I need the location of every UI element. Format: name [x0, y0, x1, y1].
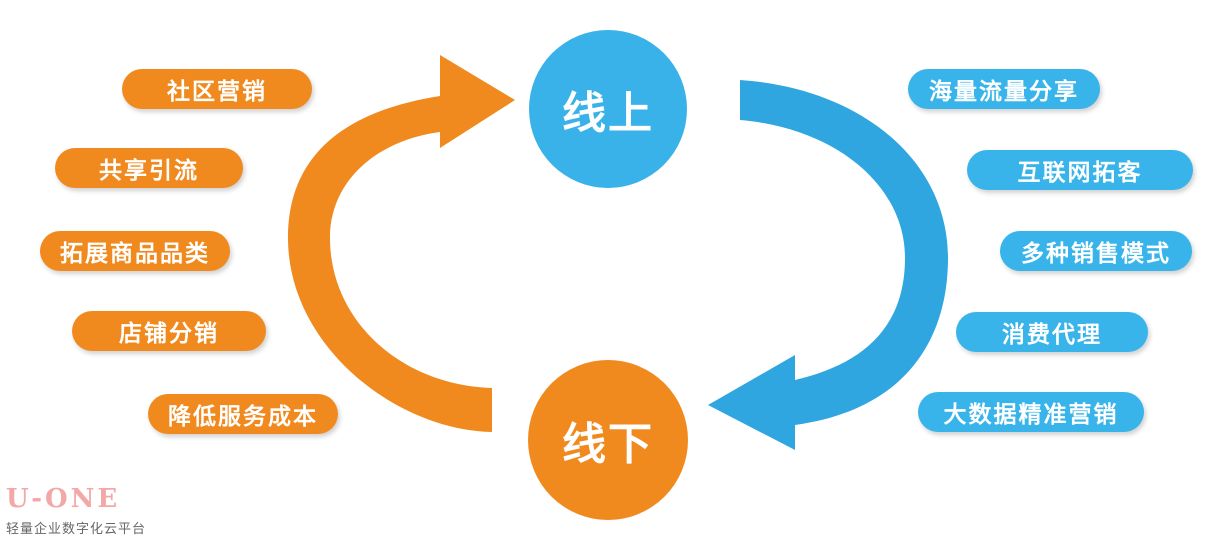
right-item-massive-traffic-sharing: 海量流量分享 [908, 69, 1100, 109]
logo-mark: U-ONE [6, 484, 121, 514]
blue-cycle-arrow [708, 80, 948, 450]
brand-logo: U-ONE 轻量企业数字化云平台 [4, 484, 204, 538]
online-label: 线上 [562, 88, 654, 139]
right-item-big-data-marketing: 大数据精准营销 [918, 392, 1144, 432]
left-item-expand-categories: 拓展商品品类 [40, 231, 230, 271]
left-item-community-marketing: 社区营销 [122, 69, 312, 109]
left-item-shared-traffic: 共享引流 [55, 148, 243, 188]
offline-circle: 线下 [528, 360, 688, 520]
offline-label: 线下 [562, 419, 654, 470]
left-item-reduce-service-cost: 降低服务成本 [148, 394, 338, 434]
right-item-internet-customer-acquisition: 互联网拓客 [967, 150, 1193, 190]
orange-cycle-arrow [288, 55, 515, 432]
logo-tagline: 轻量企业数字化云平台 [6, 522, 147, 537]
right-item-consumer-agency: 消费代理 [956, 312, 1148, 352]
left-item-store-distribution: 店铺分销 [72, 311, 266, 351]
online-circle: 线上 [529, 30, 687, 188]
right-item-multiple-sales-modes: 多种销售模式 [1000, 231, 1192, 271]
